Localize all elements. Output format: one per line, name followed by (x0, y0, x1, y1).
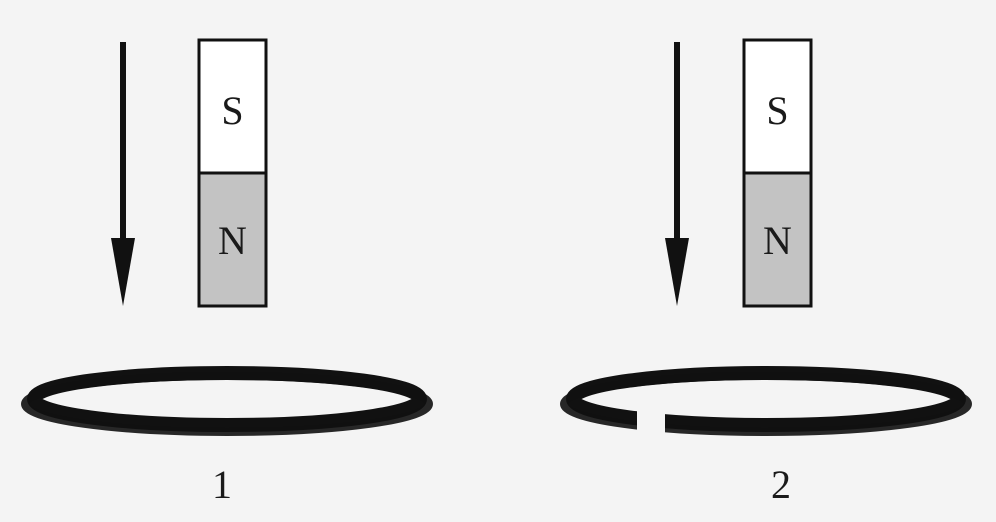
down-arrow-icon (111, 42, 135, 306)
magnet-south-pole (197, 38, 268, 175)
magnet-north-pole (742, 171, 813, 308)
split-ring (560, 366, 972, 445)
magnet-south-pole (742, 38, 813, 175)
down-arrow-icon (665, 42, 689, 306)
north-pole-label: N (763, 218, 792, 263)
figure-1: S N 1 (21, 38, 433, 507)
magnet-north-pole (197, 171, 268, 308)
bar-magnet: S N (742, 38, 813, 308)
south-pole-label: S (766, 88, 788, 133)
figure-2: S N 2 (560, 38, 972, 507)
north-pole-label: N (218, 218, 247, 263)
figure-caption: 1 (212, 462, 232, 507)
figure-caption: 2 (771, 462, 791, 507)
closed-ring (21, 366, 433, 436)
ring-gap (637, 405, 665, 445)
bar-magnet: S N (197, 38, 268, 308)
south-pole-label: S (221, 88, 243, 133)
